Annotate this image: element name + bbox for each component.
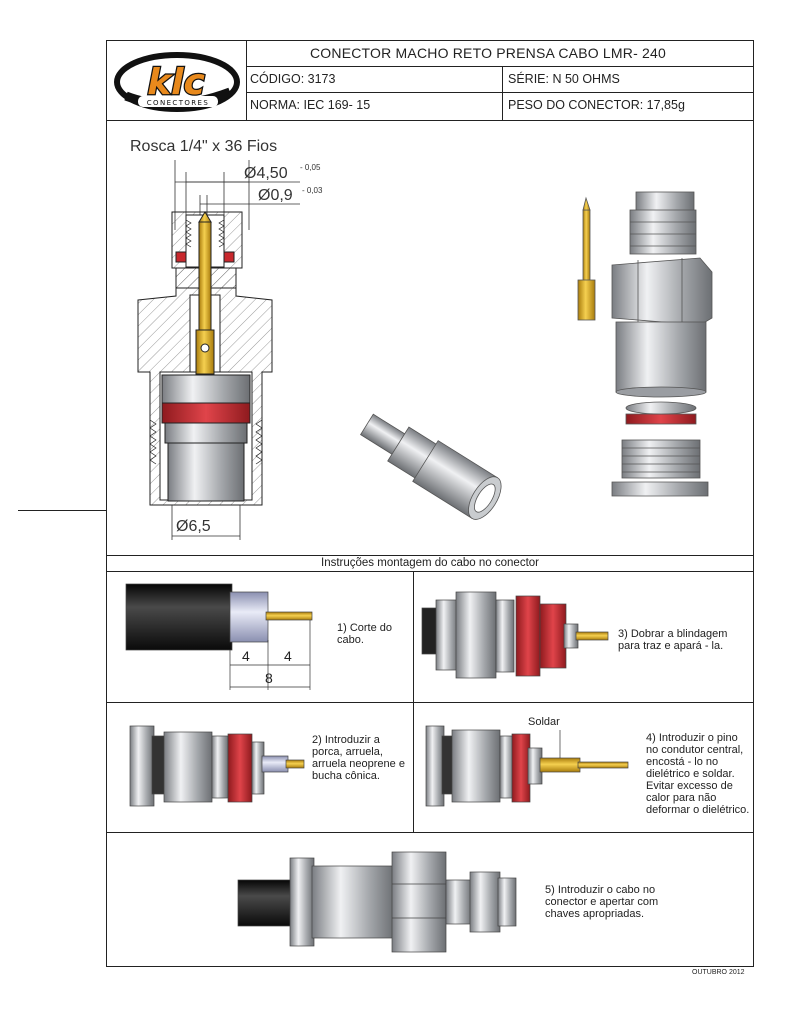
step2-text: 2) Introduzir a porca, arruela, arruela … [312,734,405,782]
dia-0-9-tolerance: - 0,03 [302,186,323,195]
codigo-field: CÓDIGO: 3173 [250,72,336,86]
dim-8-total: 8 [265,670,273,686]
section-divider [106,555,754,556]
header-divider [246,92,754,93]
klc-logo: klc CONECTORES [112,44,242,116]
dia-4-50-label: Ø4,50 [244,165,288,182]
row-divider [106,832,754,833]
peso-field: PESO DO CONECTOR: 17,85g [508,98,685,112]
row-divider [106,702,754,703]
svg-text:CONECTORES: CONECTORES [147,99,209,107]
soldar-callout: Soldar [528,716,560,728]
step4-text: 4) Introduzir o pino no condutor central… [646,732,750,816]
column-divider [413,571,414,832]
step3-text: 3) Dobrar a blindagem para traz e apará … [618,628,728,652]
cross-section-drawing [137,160,713,540]
footer-date: OUTUBRO 2012 [692,969,745,976]
dia-4-50-tolerance: - 0,05 [300,163,321,172]
section-divider [106,571,754,572]
drawing-frame [106,40,754,967]
instructions-header: Instruções montagem do cabo no conector [321,557,539,569]
step5-text: 5) Introduzir o cabo no conector e apert… [545,884,659,920]
step1-text: 1) Corte do cabo. [337,622,393,646]
header-divider [502,66,503,120]
margin-line [18,510,106,511]
serie-field: SÉRIE: N 50 OHMS [508,72,620,86]
thread-label: Rosca 1/4" x 36 Fios [130,138,278,155]
dim-4-left: 4 [242,648,250,664]
header-bottom [106,120,754,121]
dia-6-5-label: Ø6,5 [176,518,211,535]
header-divider [246,66,754,67]
document-title: CONECTOR MACHO RETO PRENSA CABO LMR- 240 [310,45,666,61]
dim-4-right: 4 [284,648,292,664]
header-divider [246,40,247,120]
norma-field: NORMA: IEC 169- 15 [250,98,371,112]
dia-0-9-label: Ø0,9 [258,187,293,204]
